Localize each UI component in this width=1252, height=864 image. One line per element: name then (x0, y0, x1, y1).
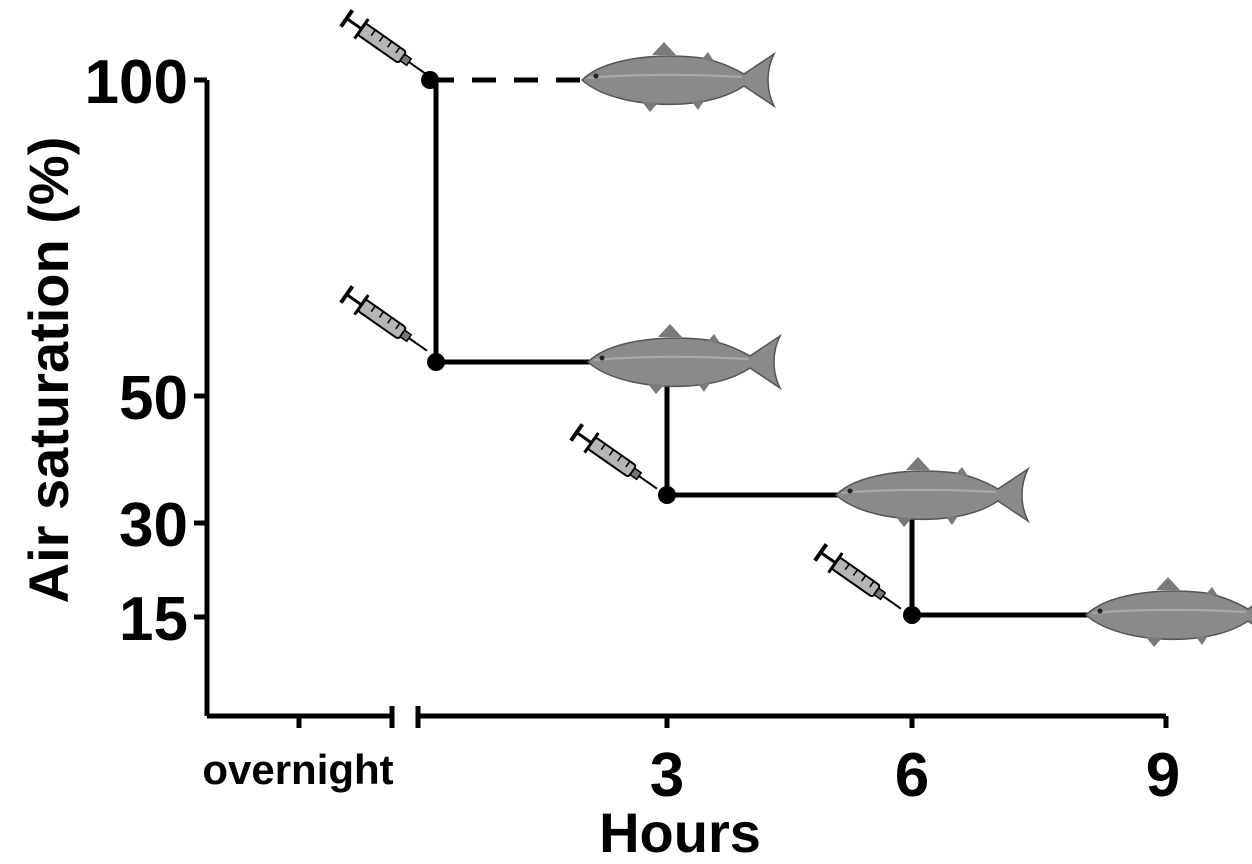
injection-point (427, 353, 445, 371)
syringe-icon (811, 540, 910, 621)
syringe-icon (567, 420, 666, 501)
injection-point (658, 486, 676, 504)
fish-icon (835, 456, 1029, 528)
y-tick-label-50: 50 (119, 364, 188, 433)
syringe-icon (337, 282, 436, 363)
y-tick-label-100: 100 (85, 48, 188, 117)
fish-icon (587, 323, 781, 395)
injection-point (421, 71, 439, 89)
y-tick-label-15: 15 (119, 585, 188, 654)
fish-icon (581, 41, 775, 113)
syringe-icon (337, 6, 436, 87)
fish-icon (1085, 576, 1252, 648)
x-axis-title: Hours (599, 801, 761, 864)
x-tick-label-6: 6 (895, 741, 929, 810)
injection-point (903, 606, 921, 624)
x-tick-label-9: 9 (1146, 741, 1180, 810)
x-tick-label-3: 3 (650, 741, 684, 810)
series-step-line (430, 77, 1090, 618)
y-tick-label-30: 30 (119, 491, 188, 560)
y-axis-title: Air saturation (%) (17, 137, 80, 604)
x-tick-label-overnight: overnight (202, 746, 393, 793)
